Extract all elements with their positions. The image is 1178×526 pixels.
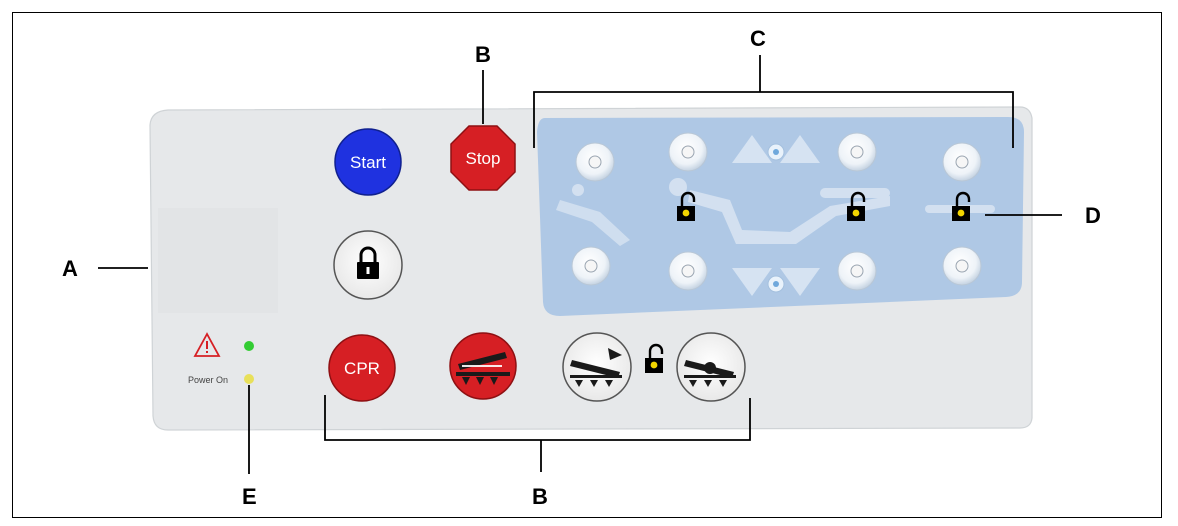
arrow-down-icon[interactable] (732, 268, 820, 296)
bed-flat-button[interactable] (449, 332, 517, 400)
callout-e: E (242, 484, 257, 509)
panel-recess (158, 208, 278, 313)
callout-lines (98, 55, 1062, 474)
start-button[interactable]: Start (334, 128, 402, 196)
unlock-icon (677, 191, 696, 221)
callout-d: D (1085, 203, 1101, 228)
function-button-top-4[interactable] (942, 142, 982, 182)
callout-a: A (62, 256, 78, 281)
function-button-bottom-1[interactable] (571, 246, 611, 286)
start-button-label: Start (350, 153, 386, 172)
function-button-top-1[interactable] (575, 142, 615, 182)
tilt-icon (570, 348, 622, 387)
tilt-left-button[interactable] (562, 332, 632, 402)
cpr-button-label: CPR (344, 359, 380, 378)
function-zone (537, 117, 1024, 316)
warning-triangle-icon (193, 332, 221, 357)
tilt-icon (684, 360, 736, 387)
status-led-green (244, 341, 254, 351)
unlock-icon (952, 191, 971, 221)
unlock-icon (847, 191, 866, 221)
stop-button[interactable]: Stop (450, 125, 516, 191)
function-button-bottom-4[interactable] (942, 246, 982, 286)
function-button-top-2[interactable] (668, 132, 708, 172)
callout-c: C (750, 26, 766, 51)
callout-b-bottom: B (532, 484, 548, 509)
function-button-bottom-3[interactable] (837, 251, 877, 291)
lock-button[interactable] (333, 230, 403, 300)
lock-icon (357, 246, 379, 279)
bed-position-icon (556, 178, 995, 246)
unlock-icon (645, 343, 664, 373)
function-button-top-3[interactable] (837, 132, 877, 172)
tilt-right-button[interactable] (676, 332, 746, 402)
callout-b-top: B (475, 42, 491, 67)
arrow-up-icon[interactable] (732, 135, 820, 163)
power-on-label: Power On (188, 375, 228, 385)
power-led-yellow (244, 374, 254, 384)
cpr-button[interactable]: CPR (328, 334, 396, 402)
stop-button-label: Stop (466, 149, 501, 168)
function-button-bottom-2[interactable] (668, 251, 708, 291)
diagram-frame (12, 12, 1162, 518)
